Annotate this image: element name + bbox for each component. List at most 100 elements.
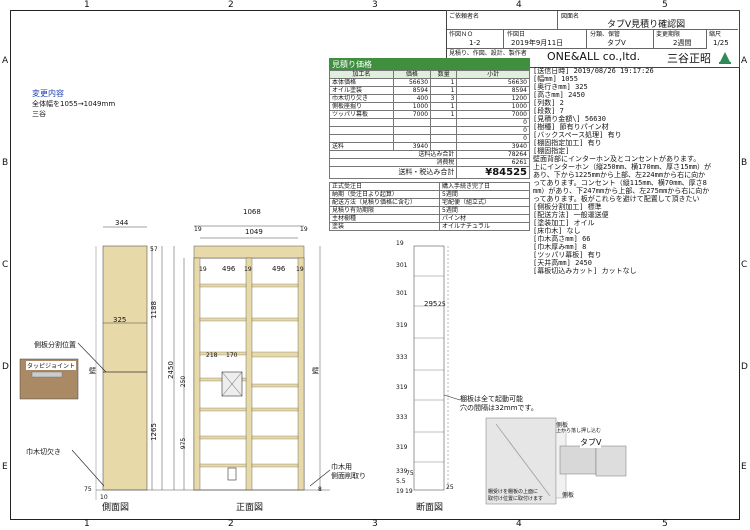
grid-col-4: 4 — [516, 0, 522, 10]
dim-s25b: 25 — [446, 484, 454, 491]
spec-line: [幅mm] 1055 — [533, 75, 578, 83]
grid-col-3: 3 — [372, 0, 378, 10]
dowel-label: タッピジョイント — [26, 361, 77, 370]
grid-row-a-right: A — [741, 56, 748, 66]
section-shelves — [414, 275, 444, 463]
dim-19a: 19 — [194, 226, 202, 233]
grid-row-e: E — [2, 462, 8, 472]
change-title: 変更内容 — [32, 89, 64, 98]
baseboard-note2: 側面削取り — [331, 472, 366, 480]
table-row: 塗装オイルナチュラル — [329, 222, 530, 231]
dim-section-19-bot: 19 — [396, 488, 404, 495]
dim-section-295: 295 — [424, 300, 438, 308]
section-view-label: 断面図 — [416, 503, 444, 513]
top-fascia — [193, 245, 305, 259]
grid-row-c-right: C — [741, 260, 748, 270]
person-name: 三谷正昭 — [667, 52, 711, 65]
cell: 送料・税込み合計 — [328, 166, 458, 179]
category-label: 分類、保管 — [590, 31, 621, 38]
front-view-label: 正面図 — [236, 503, 264, 513]
lead-label: 変更期限 — [656, 31, 681, 38]
dim-s301a: 301 — [396, 262, 408, 269]
grid-row-b-right: B — [741, 158, 748, 168]
detail-note1: 棚受けを棚板の上面に — [488, 489, 539, 495]
shelf-detail-photo — [485, 417, 557, 505]
tab-label: タブV — [580, 437, 602, 448]
grid-col-5-bottom: 5 — [662, 519, 668, 529]
spec-line: [配送方法] 一般運送便 — [533, 211, 609, 219]
total-row: 送料・税込み合計¥84525 — [328, 166, 530, 179]
company-logo-icon — [719, 52, 731, 64]
side-split-label: 側板分割位置 — [34, 341, 76, 349]
shelf-note1: 棚板は全て起動可能 — [460, 395, 523, 403]
work-no: 1-2 — [469, 39, 481, 47]
side-plate-label2: 側板 — [562, 492, 575, 499]
spec-line: [ツッパリ幕板] 有り — [533, 251, 602, 259]
estimate-header: 見積り価格 — [329, 58, 530, 70]
spec-line: mm）があり、下247mmから上部、左275mmから右に向か — [533, 187, 710, 195]
spec-line: [棚固指定加工] 有り — [533, 139, 602, 147]
dim-side-depth2: 325 — [113, 316, 127, 324]
dim-57: 57 — [150, 246, 158, 253]
change-line1: 全体幅を1055→1049mm — [32, 100, 116, 108]
grand-total: ¥84525 — [456, 166, 530, 179]
dim-19b: 19 — [300, 226, 308, 233]
category: タブV — [607, 39, 626, 47]
grid-col-3-bottom: 3 — [372, 519, 378, 529]
bracket-photo — [559, 445, 597, 475]
work-no-label: 作図ＮＯ — [449, 31, 474, 38]
side-panel — [102, 245, 148, 491]
dim-front-total: 1068 — [243, 208, 261, 216]
dim-col1: 496 — [222, 265, 236, 273]
grid-col-4-bottom: 4 — [516, 519, 522, 529]
dim-front-inner: 1049 — [245, 228, 263, 236]
date-label: 作図日 — [507, 31, 526, 38]
outlet-box — [227, 467, 237, 481]
dim-section-25: 25 — [438, 301, 446, 308]
dim-s333b: 333 — [396, 414, 408, 421]
spec-line: [棚固指定] — [533, 147, 570, 155]
spec-line: [巾木高さmm] 66 — [533, 235, 591, 243]
info-table: 正式受注日購入手続き完了日 納期（受注日より起算）5週間 配送方法（見積り価格に… — [329, 182, 530, 231]
spec-line: [高さmm] 2450 — [533, 91, 585, 99]
dim-250: 250 — [180, 375, 188, 388]
scale-label: 縮尺 — [709, 31, 722, 38]
dim-height-total: 2450 — [166, 361, 175, 379]
company-name: ONE&ALL co.,ltd. — [547, 50, 641, 63]
side-view-label: 側面図 — [102, 503, 130, 513]
dim-int-w2: 170 — [226, 352, 238, 359]
drawing-name-label: 図面名 — [561, 13, 580, 20]
dim-col2: 496 — [272, 265, 286, 273]
dim-s75: 75 — [406, 470, 414, 477]
baseboard-note1: 巾木用 — [331, 463, 352, 471]
dim-s333: 333 — [396, 354, 408, 361]
baseboard-notch-label: 巾木切欠き — [26, 448, 61, 456]
grid-row-a: A — [2, 56, 9, 66]
section-body — [413, 245, 445, 491]
dim-height-top: 1188 — [149, 301, 158, 319]
grid-col-1: 1 — [84, 0, 90, 10]
spec-line: [床巾木] なし — [533, 227, 581, 235]
dim-975: 975 — [180, 437, 188, 450]
grid-row-e-right: E — [741, 462, 747, 472]
change-note: 変更内容 全体幅を1055→1049mm 三谷 — [32, 88, 115, 119]
spec-line: [送信日時] 2019/08/26 19:17:26 — [533, 67, 654, 75]
dim-s319: 319 — [396, 322, 408, 329]
date: 2019年9月11日 — [511, 39, 564, 47]
dim-s301b: 301 — [396, 290, 408, 297]
spec-line: ってあります。板がこれらを避けて配置して頂きたい — [533, 195, 700, 203]
wall-label-right: 壁 — [312, 367, 319, 375]
wall-label-left: 壁 — [89, 367, 96, 375]
spec-line: [段数] 7 — [533, 107, 564, 115]
cell: オイルナチュラル — [439, 222, 530, 231]
dim-height-low: 1265 — [149, 423, 158, 441]
dim-s55: 5.5 — [396, 478, 406, 485]
lead: 2週間 — [673, 39, 692, 47]
dim-s319c: 319 — [396, 444, 408, 451]
dim-19e: 19 — [296, 266, 304, 273]
